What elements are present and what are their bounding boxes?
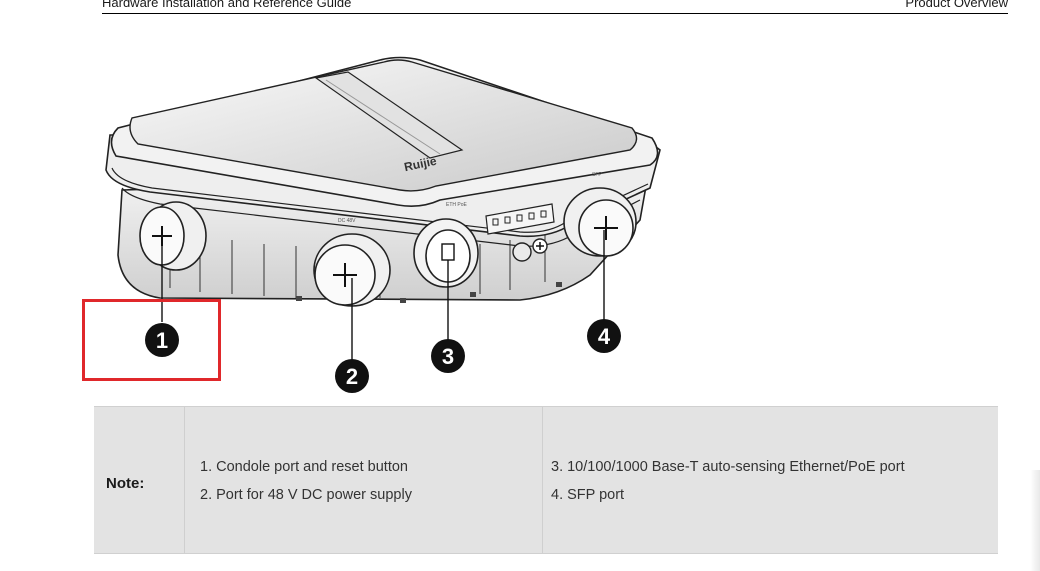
svg-text:4: 4 [598,324,611,349]
access-point-illustration: Ruijie DC 48V ETH PoE SFP [105,56,661,393]
page-header: Hardware Installation and Reference Guid… [102,0,1008,14]
ground-screw [512,238,548,262]
note-label-cell: Note: [94,407,185,553]
section-title: Product Overview [905,0,1008,10]
housing-feet [296,282,562,303]
page-edge-shadow [1030,470,1040,571]
dc-power-port-cap [313,233,391,307]
ruijie-logo: Ruijie [403,154,438,175]
note-column-right: 3. 10/100/1000 Base-T auto-sensing Ether… [543,407,998,553]
svg-text:3: 3 [442,344,454,369]
console-port-cap [139,201,207,271]
note-item-1: 1. Condole port and reset button [200,459,408,475]
callout-2: 2 [335,359,369,393]
sfp-port-label: SFP [592,172,602,178]
eth-poe-port [413,218,479,288]
eth-port-label: ETH PoE [446,202,468,208]
note-item-4: 4. SFP port [551,487,625,503]
note-table: Note: 1. Condole port and reset button 2… [94,406,998,554]
led-panel [485,203,555,235]
callout-leader-lines [161,230,605,360]
svg-text:2: 2 [346,364,358,389]
lid-groove [314,71,464,159]
note-item-2: 2. Port for 48 V DC power supply [200,487,412,503]
dc-port-label: DC 48V [338,218,356,224]
note-item-3: 3. 10/100/1000 Base-T auto-sensing Ether… [551,459,905,475]
callout-4: 4 [587,319,621,353]
callout-3: 3 [431,339,465,373]
note-column-left: 1. Condole port and reset button 2. Port… [185,407,543,553]
housing-fins [169,232,546,298]
svg-text:1: 1 [156,328,168,353]
sfp-port-cap [563,187,637,257]
highlight-box [82,299,221,381]
note-label: Note: [106,475,145,492]
callout-1: 1 [145,323,179,357]
guide-title: Hardware Installation and Reference Guid… [102,0,352,10]
